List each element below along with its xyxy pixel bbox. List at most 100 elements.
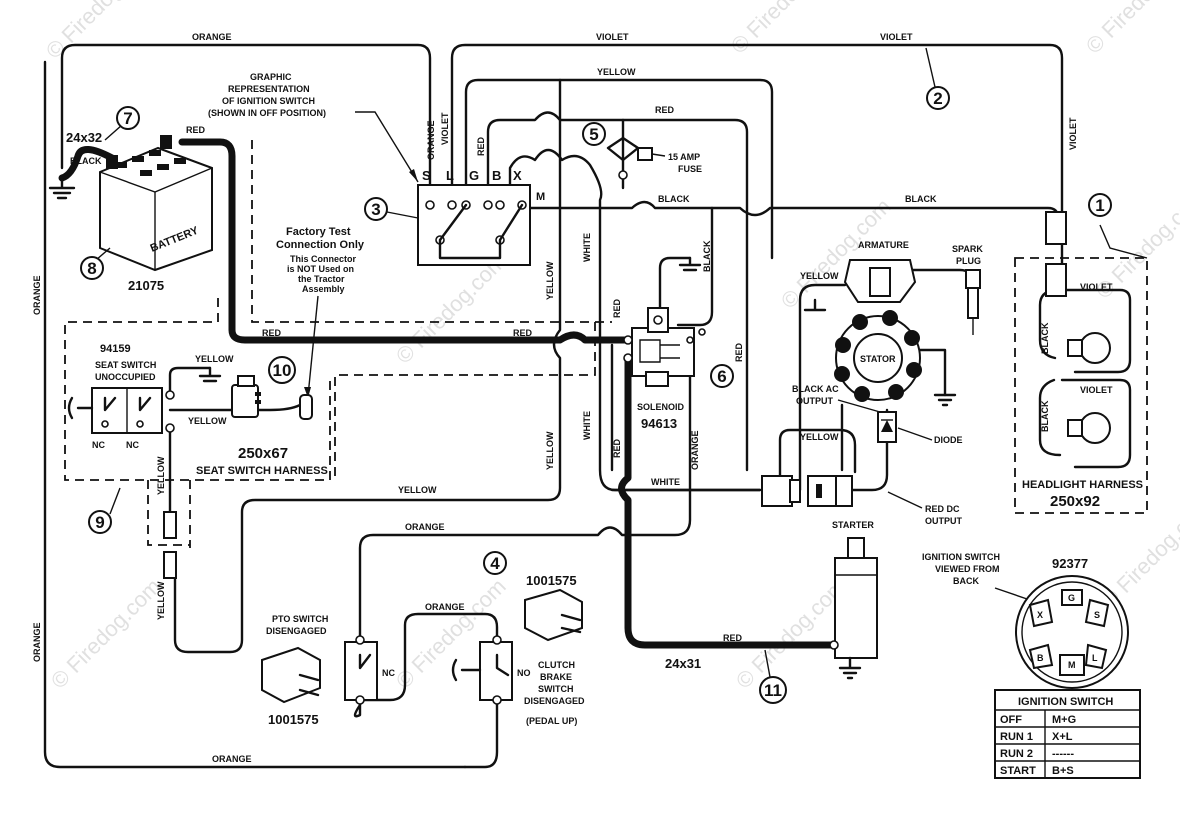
clutch-plug-icon <box>524 588 583 642</box>
dash-seat-harness-bottom <box>147 480 190 546</box>
battery-part: 21075 <box>128 278 164 293</box>
wire-orange-top <box>60 43 432 202</box>
ignition-switch-graphic: S L G B X M GRAPHIC REPRESENTATION OF IG… <box>208 72 545 266</box>
pto-nc: NC <box>382 668 395 678</box>
diode <box>877 411 897 443</box>
term-g: G <box>469 168 479 183</box>
ground-armature <box>803 298 827 312</box>
callout-8: 8 <box>80 256 104 280</box>
headlight-bulb-1 <box>1067 332 1111 364</box>
term-b: B <box>492 168 501 183</box>
callout-11: 11 <box>759 676 787 704</box>
seat-switch: 94159 SEAT SWITCH UNOCCUPIED NC NC YELLO… <box>67 343 328 579</box>
ignition-pointer <box>355 111 419 183</box>
fuse-line-2: FUSE <box>678 164 702 174</box>
factory-test-note-4: Assembly <box>302 284 345 294</box>
callout-6: 6 <box>710 364 734 388</box>
wire-yellow-top <box>464 78 774 260</box>
red-dc-2: OUTPUT <box>925 516 963 526</box>
seat-connector-bottom <box>163 551 177 579</box>
ignition-table: IGNITION SWITCH OFF M+G RUN 1 X+L RUN 2 … <box>994 689 1141 779</box>
factory-test-title-2: Connection Only <box>276 239 365 251</box>
watermark: © Firedog.com <box>726 0 846 59</box>
watermark: © Firedog.com <box>391 249 511 369</box>
ground-yellow <box>198 366 222 383</box>
label-violet-right: VIOLET <box>1068 117 1078 150</box>
callout-text: 11 <box>764 681 782 700</box>
wire-orange-pto <box>358 343 692 642</box>
callout-7: 7 <box>116 106 140 130</box>
factory-test-title-1: Factory Test <box>286 226 351 238</box>
starter-body <box>834 557 878 659</box>
cable-black-battery <box>58 146 116 182</box>
callout-text: 3 <box>371 200 380 219</box>
black-ac-1: BLACK AC <box>792 384 839 394</box>
wire-diode <box>848 408 889 492</box>
cable-red-starter <box>618 354 842 649</box>
dashed-boundaries <box>64 140 1148 548</box>
seat-yellow-1: YELLOW <box>195 354 234 364</box>
stator-label: STATOR <box>860 354 896 364</box>
term-s: S <box>422 168 431 183</box>
callout-3: 3 <box>364 197 388 221</box>
watermark: © Firedog.com <box>46 574 166 694</box>
pto-plug-icon <box>261 646 321 704</box>
headlight-part: 250x92 <box>1050 493 1100 510</box>
seat-connector-top <box>163 511 177 539</box>
stator: STATOR <box>834 310 922 402</box>
armature-label: ARMATURE <box>858 240 909 250</box>
seat-switch-part: 94159 <box>100 343 131 355</box>
battery-cable: 24x32 <box>66 130 102 145</box>
dash-headlight-harness <box>1014 257 1148 514</box>
term-l: L <box>446 168 454 183</box>
starter-cable: 24x31 <box>665 656 701 671</box>
diode-label: DIODE <box>934 435 963 445</box>
wires <box>43 43 1132 769</box>
battery-cells <box>115 150 186 176</box>
label-red-right: RED <box>734 342 744 362</box>
black-ac-2: OUTPUT <box>796 396 834 406</box>
callout-text: 2 <box>933 89 942 108</box>
label-white-2: WHITE <box>582 411 592 440</box>
label-red-batt2: RED <box>513 328 533 338</box>
table-pos-0: OFF <box>1000 714 1022 726</box>
spark-plug-1: SPARK <box>952 244 983 254</box>
battery-black-label: BLACK <box>70 156 102 166</box>
label-red-sol: RED <box>612 298 622 318</box>
dash-seat-harness <box>64 298 331 481</box>
battery-ground-symbol <box>48 176 76 200</box>
table-pos-3: START <box>1000 765 1036 777</box>
label-yellow-seat-v2: YELLOW <box>156 581 166 620</box>
term-m: M <box>536 191 545 203</box>
callout-5: 5 <box>582 122 606 146</box>
factory-test: Factory Test Connection Only This Connec… <box>276 226 365 420</box>
callout-text: 8 <box>87 259 96 278</box>
label-orange-ign: ORANGE <box>426 120 436 160</box>
table-pos-1: RUN 1 <box>1000 731 1033 743</box>
pto-switch-body <box>344 641 378 701</box>
factory-test-note-2: is NOT Used on <box>287 264 354 274</box>
label-white-3: WHITE <box>651 477 680 487</box>
callout-1: 1 <box>1088 193 1112 217</box>
solenoid-label: SOLENOID <box>637 402 685 412</box>
seat-yellow-2: YELLOW <box>188 416 227 426</box>
headlight-violet-1: VIOLET <box>1080 282 1113 292</box>
label-red-ign: RED <box>476 136 486 156</box>
solenoid: SOLENOID 94613 <box>623 256 706 431</box>
wire-red-top <box>486 111 749 472</box>
table-conn-1: X+L <box>1052 731 1073 743</box>
dash-ignition-switch <box>251 140 596 480</box>
label-yellow-v2: YELLOW <box>545 431 555 470</box>
wire-orange-left <box>43 60 467 769</box>
starter-label: STARTER <box>832 520 874 530</box>
term-x: X <box>513 168 522 183</box>
red-dc-1: RED DC <box>925 504 960 514</box>
clutch-title-5: (PEDAL UP) <box>526 716 577 726</box>
label-yellow-v1: YELLOW <box>545 261 555 300</box>
wire-yellow-gnd <box>168 366 212 397</box>
wire-color-labels: ORANGE VIOLET VIOLET YELLOW RED BLACK BL… <box>32 32 1078 764</box>
ground-stator <box>933 393 957 407</box>
callout-9: 9 <box>88 510 112 534</box>
callout-text: 6 <box>717 367 726 386</box>
